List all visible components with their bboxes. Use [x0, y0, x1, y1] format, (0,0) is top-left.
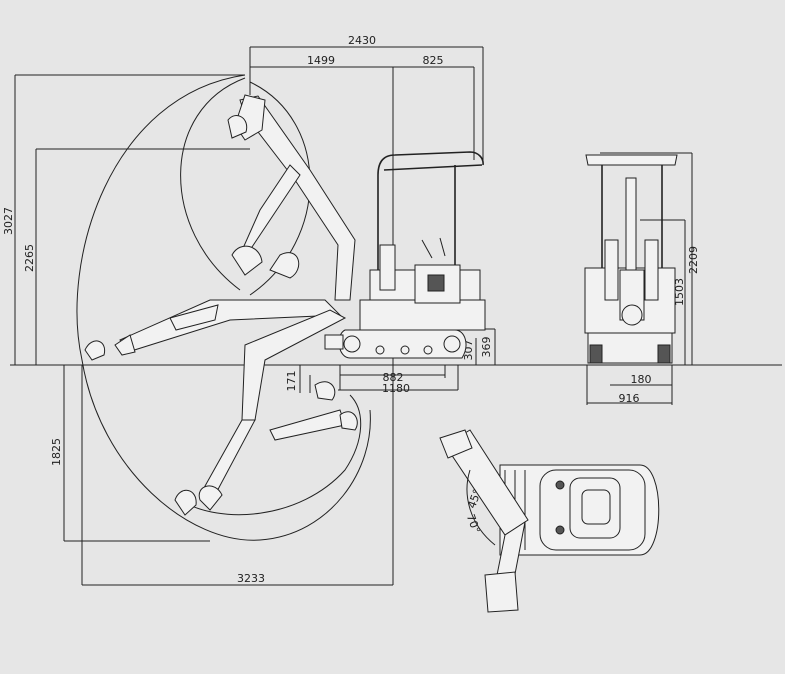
excavator-front-view — [584, 154, 678, 364]
arm-top-position — [227, 94, 356, 301]
excavator-top-view — [439, 429, 660, 613]
dim-3233: 3233 — [237, 572, 265, 585]
dim-916: 916 — [619, 392, 640, 405]
dim-2209: 2209 — [687, 246, 700, 274]
dim-180: 180 — [631, 373, 652, 386]
excavator-side-body — [324, 151, 486, 359]
dim-1825: 1825 — [50, 438, 63, 466]
dim-2265: 2265 — [23, 244, 36, 272]
left-height-dimensions — [14, 74, 250, 365]
arm-dig-position — [174, 309, 358, 516]
arm-extended-position — [84, 299, 342, 361]
angle-45: 45° — [465, 487, 484, 510]
dim-369: 369 — [480, 337, 493, 358]
dim-1503: 1503 — [673, 278, 686, 306]
dim-3027: 3027 — [2, 207, 15, 235]
dim-1180: 1180 — [382, 382, 410, 395]
depth-dimensions — [63, 365, 393, 586]
front-view-dimension-lines — [586, 152, 693, 405]
dim-825: 825 — [423, 54, 444, 67]
dim-1499: 1499 — [307, 54, 335, 67]
dim-2430: 2430 — [348, 34, 376, 47]
angle-70: 70° — [464, 512, 483, 535]
dim-171: 171 — [285, 371, 298, 392]
dim-882: 882 — [383, 371, 404, 384]
